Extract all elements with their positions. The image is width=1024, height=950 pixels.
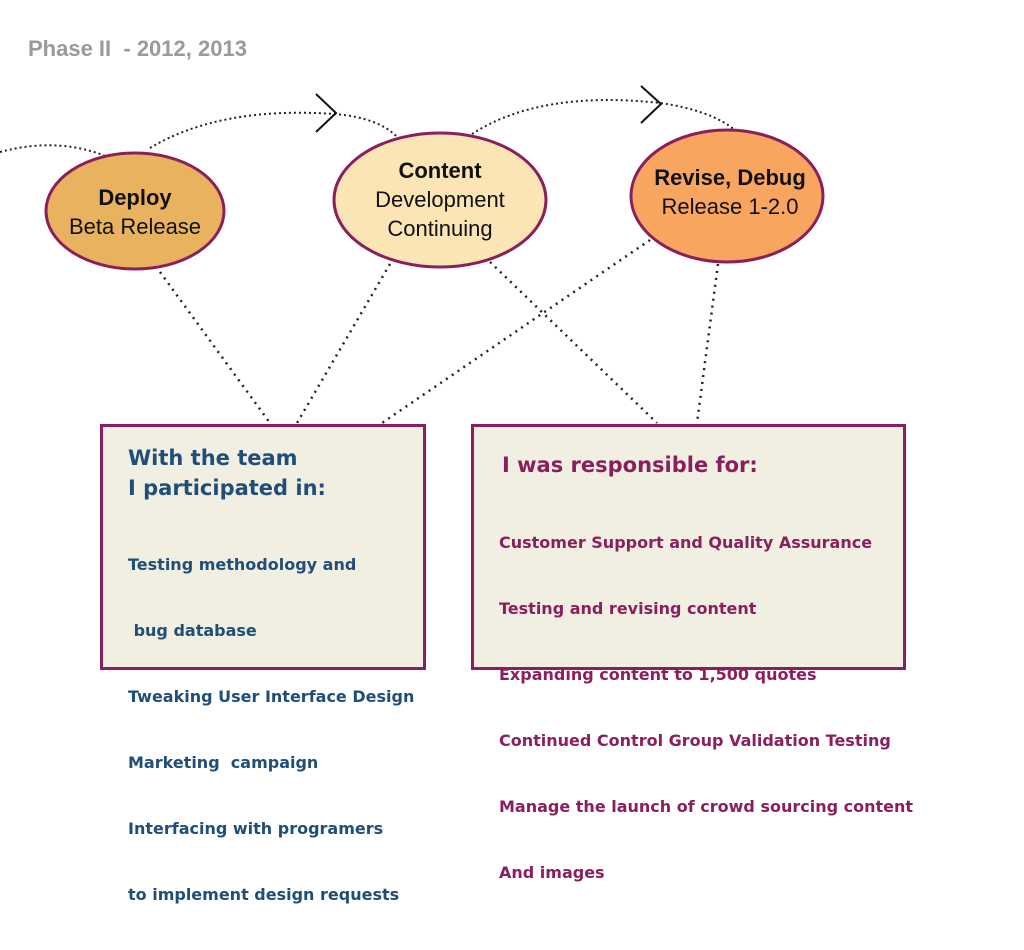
flow-arc-content-to-revise <box>471 99 736 135</box>
flow-arc-left <box>0 144 111 159</box>
team-participation-box: With the team I participated in: Testing… <box>100 424 426 904</box>
list-item: Interfacing with programers <box>128 819 384 838</box>
team-heading-line2: I participated in: <box>128 476 326 500</box>
list-item: Expanding content to 1,500 quotes <box>499 665 817 684</box>
connector-content-team <box>295 263 392 424</box>
list-item: Tweaking User Interface Design <box>128 687 415 706</box>
revise-ellipse <box>629 128 825 264</box>
deploy-ellipse <box>44 151 226 271</box>
list-item: Testing and revising content <box>499 599 757 618</box>
content-stage-line3: Continuing <box>387 216 493 241</box>
connector-revise-responsible <box>695 263 720 424</box>
connector-deploy-team <box>158 271 272 424</box>
list-item: And images <box>499 863 605 882</box>
content-stage-label: Content Development Continuing <box>340 156 540 243</box>
connector-revise-team <box>381 238 651 425</box>
revise-stage-title: Revise, Debug <box>654 165 806 190</box>
flow-arc-deploy-to-content <box>149 111 399 149</box>
list-item: Continued Control Group Validation Testi… <box>499 731 891 750</box>
revise-stage-label: Revise, Debug Release 1-2.0 <box>630 163 830 221</box>
content-stage-line2: Development <box>375 187 505 212</box>
arrow-head-1 <box>315 93 338 133</box>
list-item: Customer Support and Quality Assurance <box>499 533 873 552</box>
responsibilities-box: I was responsible for: Customer Support … <box>471 424 913 882</box>
list-item: Manage the launch of crowd sourcing cont… <box>499 797 914 816</box>
list-item: bug database <box>128 621 257 640</box>
responsible-items-list: Customer Support and Quality Assurance T… <box>499 488 913 928</box>
page-title: Phase II - 2012, 2013 <box>28 36 247 61</box>
team-heading-line1: With the team <box>128 446 298 470</box>
flow-diagram-canvas <box>0 85 825 425</box>
list-item: to implement design requests <box>128 885 400 904</box>
list-item: Testing methodology and <box>128 555 357 574</box>
list-item: Marketing campaign <box>128 753 319 772</box>
arrow-head-2 <box>640 85 663 124</box>
deploy-stage-title: Deploy <box>98 185 172 210</box>
responsible-box-heading: I was responsible for: <box>502 453 758 477</box>
connector-content-responsible <box>489 261 658 424</box>
team-items-list: Testing methodology and bug database Twe… <box>128 510 414 950</box>
deploy-stage-subtitle: Beta Release <box>68 214 202 239</box>
content-ellipse <box>332 131 548 269</box>
deploy-stage-label: Deploy Beta Release <box>50 183 220 241</box>
revise-stage-subtitle: Release 1-2.0 <box>661 194 799 219</box>
team-box-heading: With the team I participated in: <box>128 443 326 503</box>
content-stage-title: Content <box>398 158 482 183</box>
